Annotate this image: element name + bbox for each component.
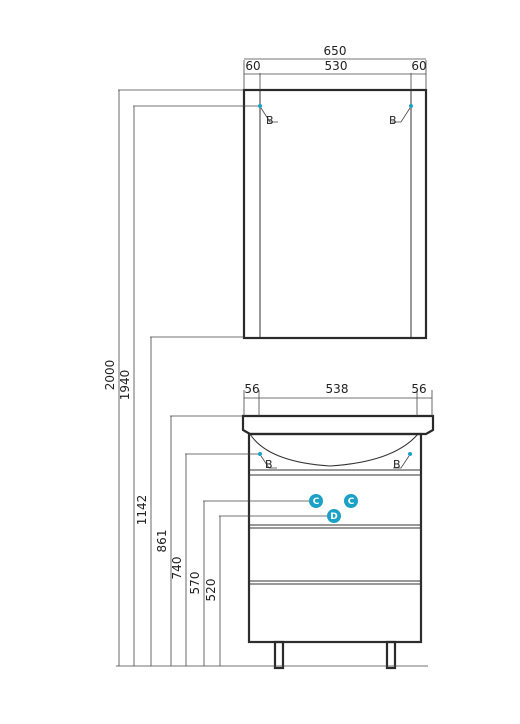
cabinet-mark-right: B [393, 458, 401, 471]
dim-label-total-width: 650 [324, 44, 347, 58]
connection-c-right [344, 494, 358, 508]
vanity-cabinet: B B C C D [241, 414, 435, 670]
mirror-mount-point-right [409, 104, 413, 108]
mirror-cabinet: B B [242, 88, 428, 340]
leg-left [273, 640, 285, 670]
dim-label-cabinet-left: 56 [244, 382, 259, 396]
cabinet-width-dimensions: 56 538 56 [243, 382, 433, 416]
mirror-mark-right: B [389, 114, 397, 127]
cabinet-leader-left [260, 455, 277, 469]
height-dimensions: 2000 1940 1142 861 740 570 520 [103, 89, 428, 667]
dim-label-740: 740 [170, 557, 184, 580]
connection-c-left-label: C [313, 497, 320, 507]
dim-label-mirror-center: 530 [325, 59, 348, 73]
dim-label-570: 570 [188, 572, 202, 595]
connection-d [327, 509, 341, 523]
connection-c-right-label: C [348, 497, 355, 507]
sink-basin [249, 433, 419, 467]
mirror-mark-left: B [266, 114, 274, 127]
sink-top [241, 414, 435, 436]
dim-label-cabinet-center: 538 [326, 382, 349, 396]
mirror-outline [242, 88, 428, 340]
dim-label-2000: 2000 [103, 360, 117, 391]
cabinet-mount-point-right [408, 452, 412, 456]
connection-c-left [309, 494, 323, 508]
mirror-leader-left [260, 107, 278, 123]
cabinet-mark-left: B [265, 458, 273, 471]
dim-label-520: 520 [204, 579, 218, 602]
dim-label-1940: 1940 [118, 370, 132, 401]
drawer-1 [248, 474, 422, 526]
leg-right [385, 640, 397, 670]
mirror-leader-right [392, 107, 411, 123]
drawer-2 [248, 527, 422, 582]
mirror-width-dimensions: 650 60 530 60 [243, 44, 427, 90]
dim-label-1142: 1142 [135, 495, 149, 526]
dim-label-mirror-left: 60 [245, 59, 260, 73]
connection-d-label: D [330, 512, 337, 522]
dim-label-mirror-right: 60 [411, 59, 426, 73]
cabinet-mount-point-left [258, 452, 262, 456]
dim-label-cabinet-right: 56 [411, 382, 426, 396]
drawer-3 [248, 583, 422, 643]
mirror-mount-point-left [258, 104, 262, 108]
cabinet-leader-right [393, 455, 410, 469]
dim-label-861: 861 [155, 530, 169, 553]
